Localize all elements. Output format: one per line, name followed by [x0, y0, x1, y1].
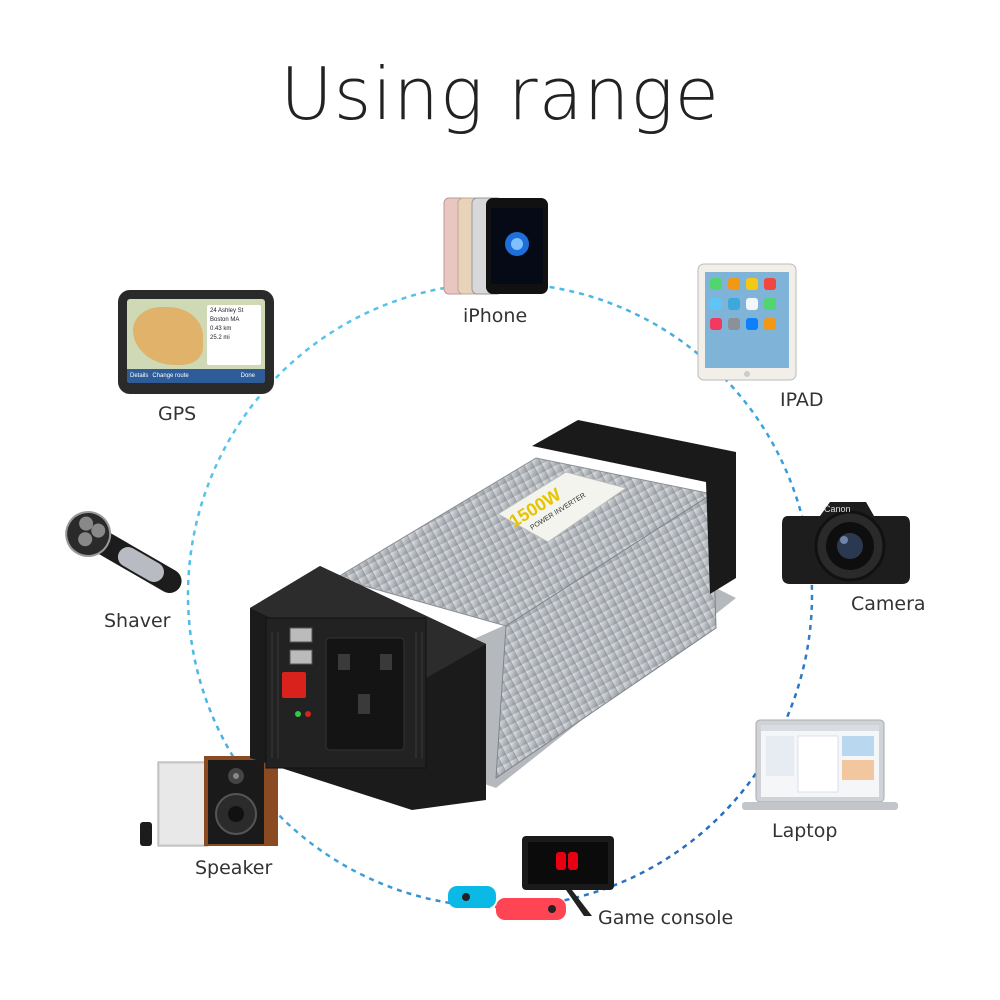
gps-line: 0.43 km: [210, 326, 232, 332]
device-label-iphone: iPhone: [463, 305, 528, 327]
gps-line: 25.2 mi: [210, 335, 230, 341]
camera-icon: Canon: [782, 502, 910, 584]
route-blob: [133, 307, 203, 365]
laptop-icon: [742, 719, 898, 810]
gps-icon: 24 Ashley St Boston MA 0.43 km 25.2 mi D…: [118, 290, 274, 394]
gps-change-route-button: Change route: [152, 373, 189, 379]
gps-info-panel: 24 Ashley St Boston MA 0.43 km 25.2 mi: [207, 305, 261, 365]
device-label-laptop: Laptop: [772, 820, 838, 842]
gps-line: 24 Ashley St: [210, 308, 244, 314]
shaver-icon: [65, 511, 182, 593]
page-title: Using range: [280, 52, 720, 136]
device-label-game-console: Game console: [598, 907, 734, 929]
gps-line: Boston MA: [210, 317, 240, 323]
power-inverter-image: 1500W POWER INVERTER: [250, 420, 736, 810]
ipad-icon: [697, 263, 797, 381]
gps-map: 24 Ashley St Boston MA 0.43 km 25.2 mi D…: [127, 299, 265, 383]
svg-text:Canon: Canon: [824, 504, 851, 514]
device-label-ipad: IPAD: [780, 389, 824, 411]
gps-done-button: Done: [240, 373, 255, 379]
speaker-icon: [140, 756, 278, 847]
iphone-icon: [443, 197, 548, 295]
device-label-gps: GPS: [158, 403, 197, 425]
game-console-icon: [448, 836, 614, 920]
power-switch: [282, 672, 306, 698]
gps-details-button: Details: [130, 373, 149, 379]
device-label-camera: Camera: [851, 593, 926, 615]
device-label-shaver: Shaver: [104, 610, 171, 632]
device-label-speaker: Speaker: [195, 857, 273, 879]
gps-toolbar: Details Change route Done: [127, 369, 265, 383]
